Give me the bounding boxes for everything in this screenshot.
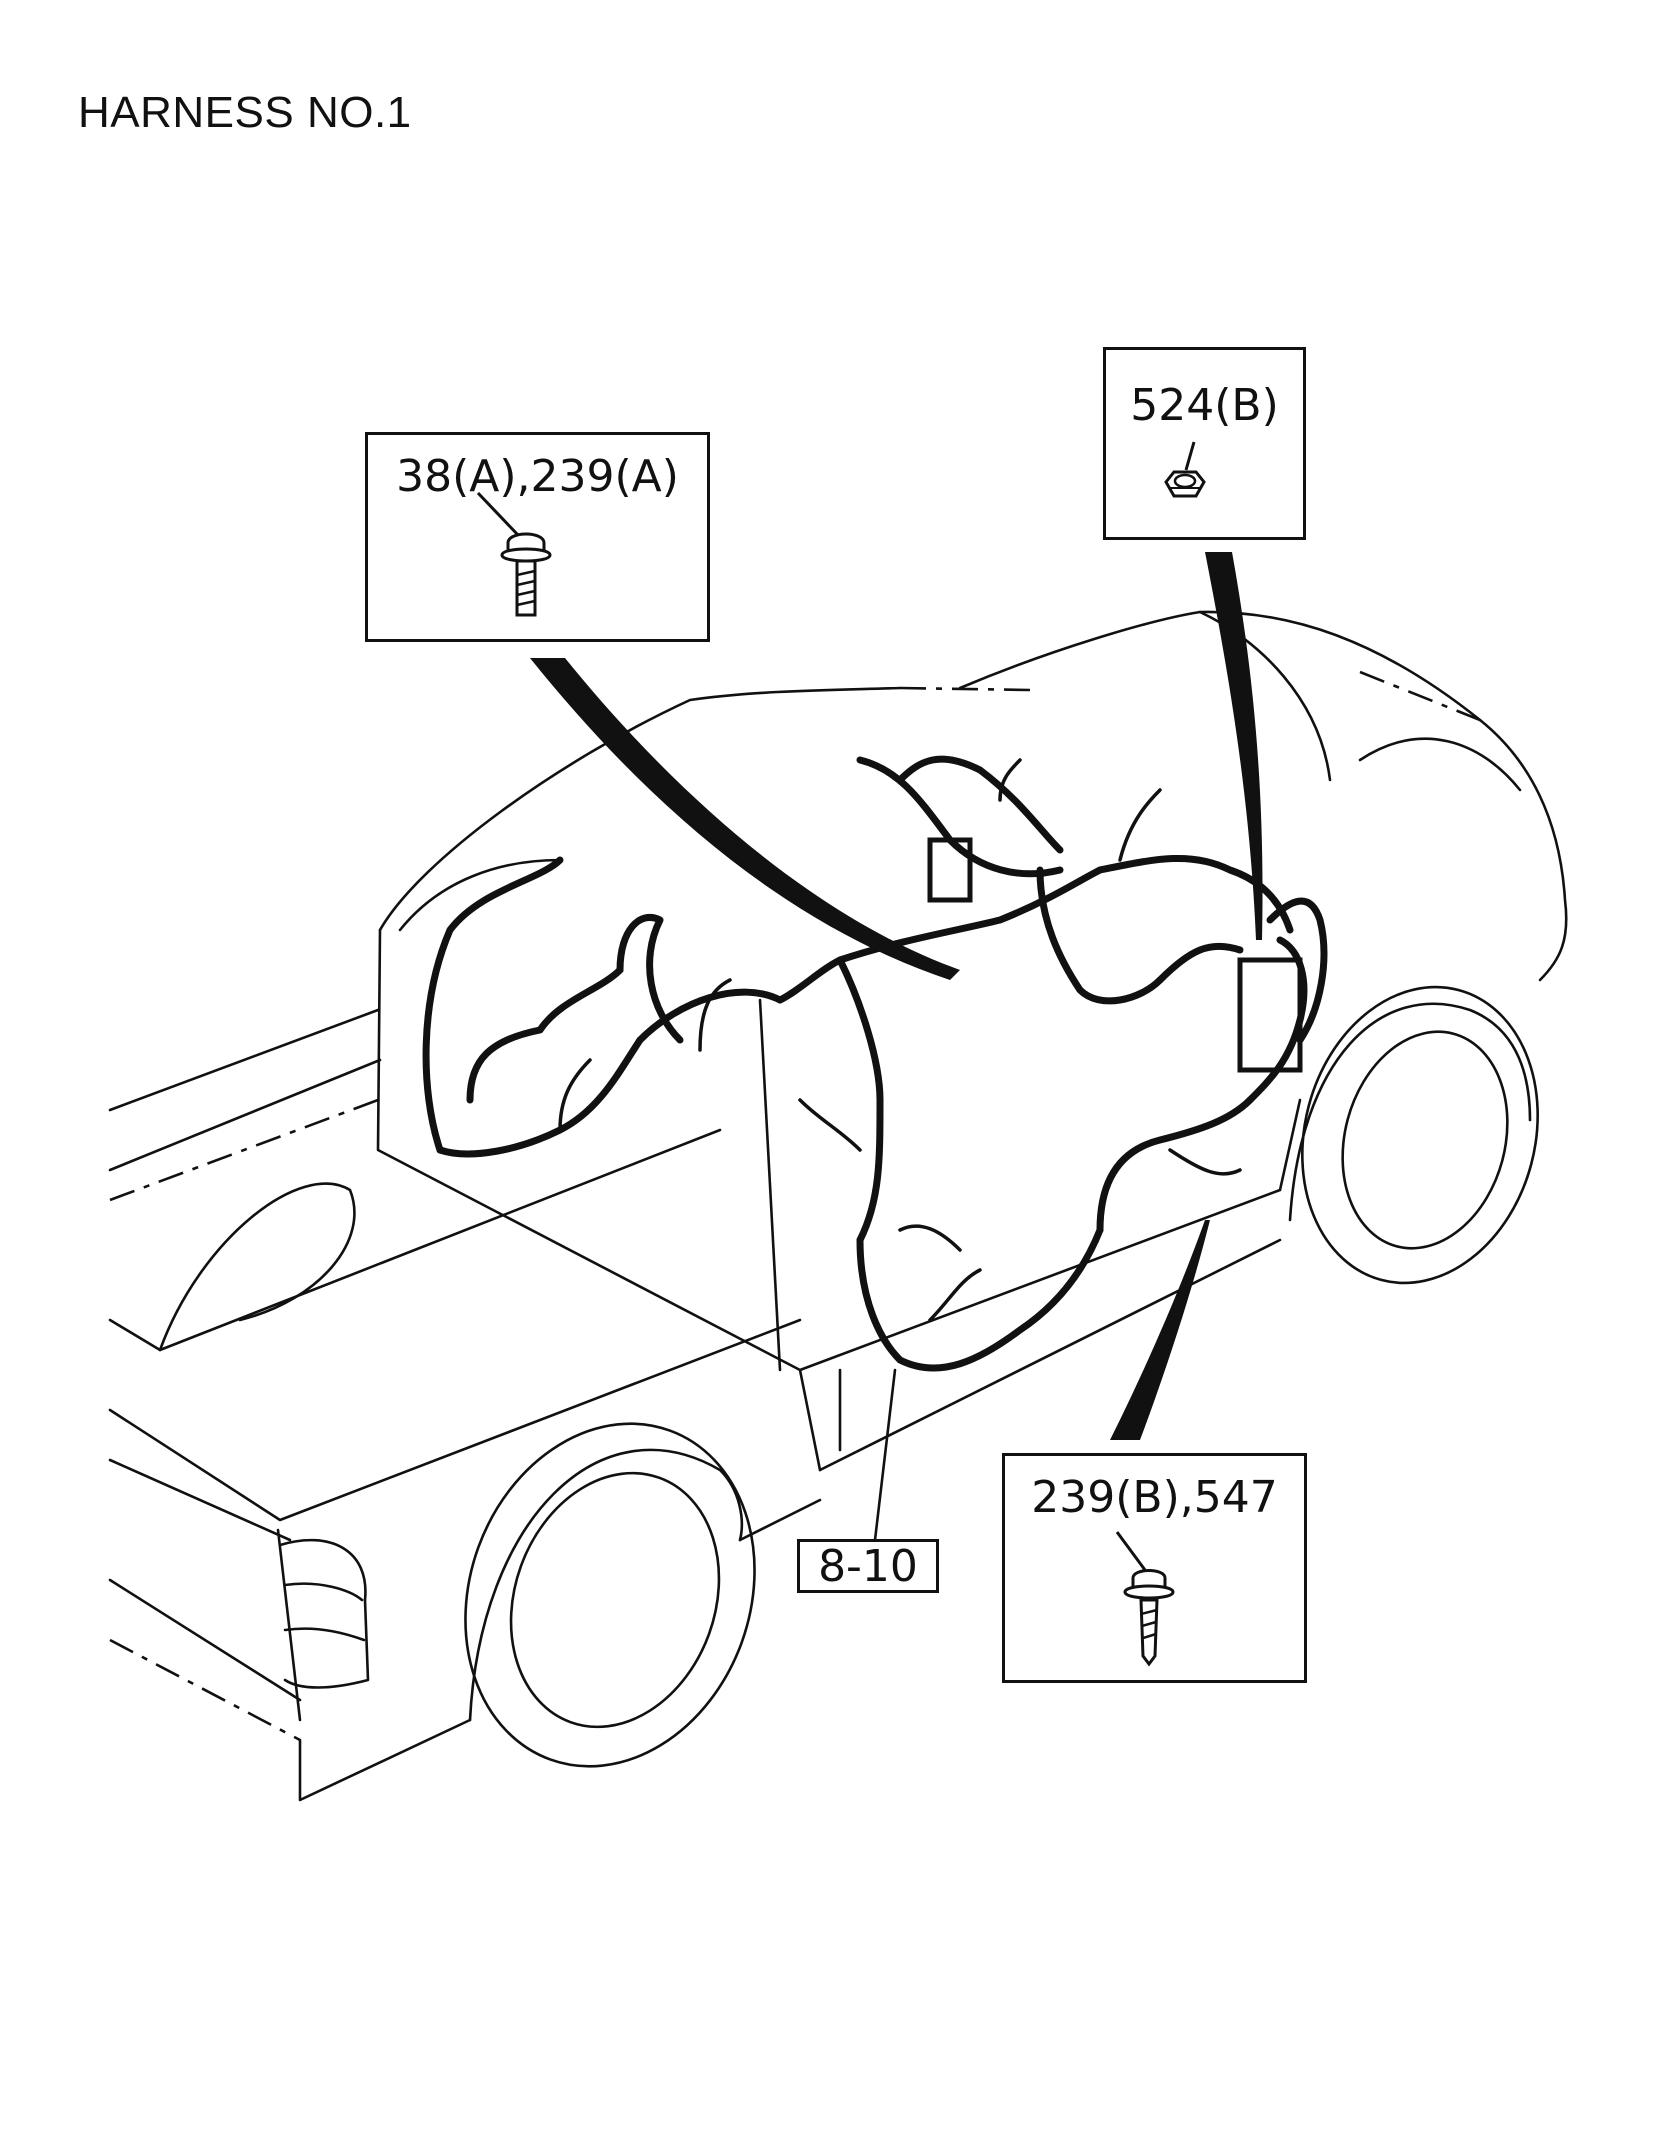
washer-bolt-icon — [1115, 1531, 1175, 1667]
vehicle-outline — [108, 610, 1568, 1802]
callout-nut-b-label: 524(B) — [1130, 380, 1279, 431]
callout-bolt-a-label: 38(A),239(A) — [396, 451, 679, 502]
callout-bolt-a: 38(A),239(A) — [365, 432, 710, 642]
callout-bolt-b: 239(B),547 — [1002, 1453, 1307, 1683]
wire-harness — [422, 755, 1328, 1372]
page-title: HARNESS NO.1 — [78, 88, 412, 137]
callout-bolt-b-label: 239(B),547 — [1031, 1472, 1278, 1523]
reference-label: 8-10 — [797, 1539, 939, 1593]
callout-nut-b: 524(B) — [1103, 347, 1306, 540]
leader-lines — [530, 552, 1263, 1542]
flange-bolt-icon — [476, 491, 552, 617]
nut-icon — [1164, 441, 1206, 498]
